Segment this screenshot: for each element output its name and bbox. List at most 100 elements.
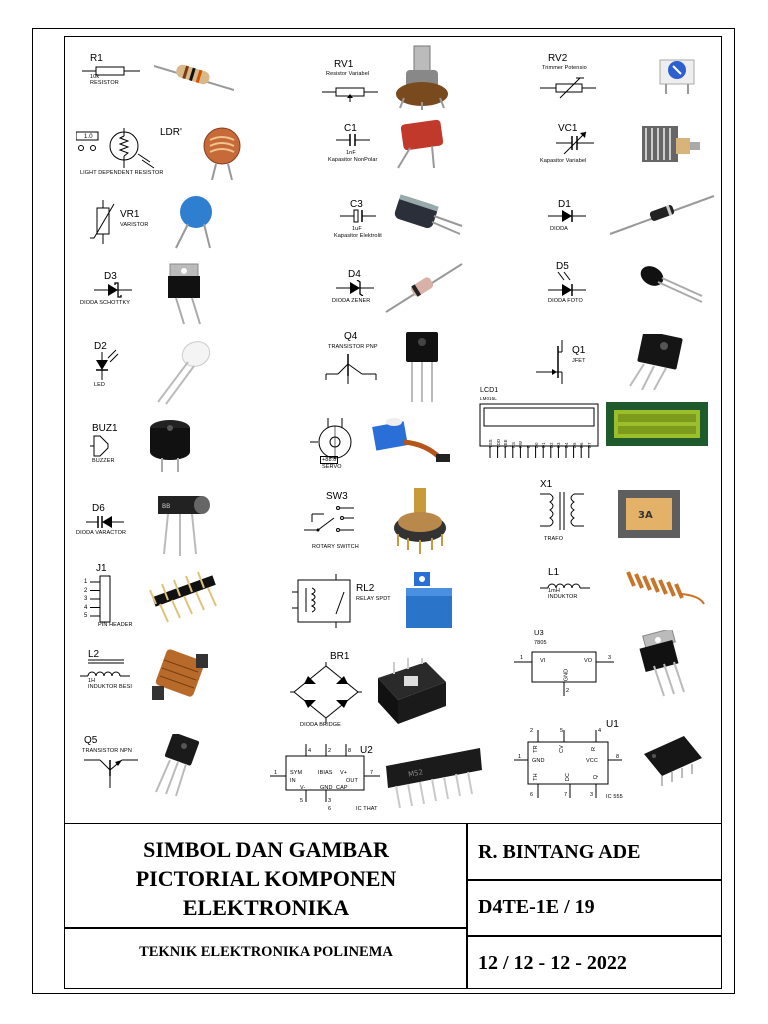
ldr-photo [203, 127, 241, 180]
zener-diode-symbol [336, 280, 374, 296]
institution-label: TEKNIK ELEKTRONIKA POLINEMA [139, 944, 393, 960]
diode-symbol [548, 210, 586, 222]
lcd-pin-label: D3 [556, 442, 562, 448]
ldr-symbol [76, 128, 155, 169]
ref-label: X1 [540, 479, 553, 490]
regulator-symbol [514, 651, 614, 696]
desc-label: Kapasitor Elektrolit [334, 233, 382, 239]
component-ldr: 1.0 LDR' LIGHT DEPENDENT RESISTOR [74, 118, 284, 196]
varactor-photo: BB [158, 496, 210, 556]
author-cell [466, 823, 722, 881]
u2-gnd: GND [320, 785, 333, 791]
ref-label: LDR' [160, 127, 182, 138]
u1-q: Q [593, 774, 600, 780]
lcd-pin-label: D5 [571, 442, 577, 448]
u2-vplus: V+ [340, 770, 348, 776]
ref-label: VC1 [558, 123, 578, 134]
lcd-pin-label: D1 [541, 442, 547, 448]
led-symbol [96, 349, 119, 380]
pin-header-number: 4 [84, 604, 88, 611]
ref-label: D3 [104, 271, 117, 282]
component-d6: D6 DIODA VARACTOR BB [74, 494, 284, 572]
component-c3: C3 1uF Kapasitor Elektrolit [300, 194, 510, 272]
component-q4: Q4 TRANSISTOR PNP [300, 330, 510, 408]
lcd-pin-label: VEE [503, 439, 509, 448]
u2-sym: SYM [290, 770, 303, 776]
servo-photo [372, 418, 450, 462]
u1-pin2: 2 [530, 728, 534, 734]
ic-that-symbol [270, 744, 380, 802]
ref-label: U3 [534, 628, 544, 637]
desc-label: LED [94, 382, 105, 388]
u1-tr: TR [532, 745, 539, 753]
desc-label: DIODA SCHOTTKY [80, 300, 130, 306]
u2-pin1: 1 [274, 770, 278, 776]
component-d2: D2 LED [74, 336, 284, 414]
ref-label: VR1 [120, 209, 140, 220]
varistor-photo [175, 196, 212, 249]
zener-photo [385, 263, 463, 313]
u2-pin8: 8 [348, 748, 352, 754]
component-d3: D3 DIODA SCHOTTKY [74, 262, 284, 340]
component-rv2: RV2 Trimmer Potensio [530, 44, 740, 122]
lcd-pin-label: RS [510, 441, 516, 448]
desc-label: Kapasitor NonPolar [328, 157, 378, 163]
component-vc1: VC1 Kapasitor Variabel [530, 118, 740, 196]
u2-pin7: 7 [370, 770, 374, 776]
u2-pin4: 4 [308, 748, 312, 754]
u3-vi-label: VI [540, 658, 546, 664]
institution-cell [64, 927, 468, 989]
u2-ibias: IBIAS [318, 770, 333, 776]
ref-label: RV2 [548, 53, 568, 64]
value-label: 1nF [346, 150, 356, 156]
photodiode-symbol [548, 271, 586, 296]
u2-pin3: 3 [328, 798, 332, 804]
ref-label: BR1 [330, 651, 350, 662]
to220-diode-photo [168, 263, 201, 325]
u1-pin1: 1 [518, 754, 522, 760]
desc-label: VARISTOR [120, 222, 149, 228]
ref-label: U2 [360, 745, 373, 756]
title-line-1: SIMBOL DAN GAMBAR [143, 837, 389, 862]
capacitor-symbol [336, 134, 370, 146]
ref-label: D4 [348, 269, 361, 280]
value-label: 10k [90, 74, 100, 80]
lcd-pin-label: VSS [488, 439, 493, 448]
buzzer-photo [150, 420, 190, 472]
resistor-photo [154, 64, 234, 91]
ref-label: RL2 [356, 583, 375, 594]
component-c1: C1 1nF Kapasitor NonPolar [300, 118, 510, 196]
svg-text:BB: BB [162, 503, 170, 510]
desc-label: Trimmer Potensio [542, 65, 587, 71]
u1-pin5: 5 [560, 728, 564, 734]
photodiode-photo [640, 266, 703, 303]
desc-label: IC THAT [356, 806, 378, 812]
desc-label: ROTARY SWITCH [312, 544, 359, 550]
relay-photo [406, 572, 452, 628]
u2-in: IN [290, 778, 296, 784]
class-cell [466, 879, 722, 937]
diode-photo [610, 195, 715, 235]
transformer-photo: 3A [618, 490, 680, 538]
u1-vcc: VCC [586, 758, 598, 764]
ref-label: Q1 [572, 345, 586, 356]
svg-text:M52: M52 [408, 768, 424, 778]
class-label: D4TE-1E / 19 [478, 896, 595, 918]
desc-label: DIODA [550, 226, 568, 232]
ref-label: D2 [94, 341, 107, 352]
ref-label: U1 [606, 719, 619, 730]
value-label: 1uF [352, 226, 362, 232]
ref-label: D6 [92, 503, 105, 514]
npn-photo [155, 734, 200, 796]
desc-label: INDUKTOR [548, 594, 578, 600]
buzzer-symbol [90, 435, 109, 457]
lcd-pin-label: VDD [495, 438, 501, 448]
ref-label: R1 [90, 53, 103, 64]
pnp-photo [406, 332, 438, 402]
u2-pin2: 2 [328, 748, 332, 754]
u2-pin6: 6 [328, 806, 332, 812]
film-capacitor-photo [397, 119, 444, 169]
component-q5: Q5 TRANSISTOR NPN [74, 730, 284, 808]
ref-label: L1 [548, 567, 560, 578]
